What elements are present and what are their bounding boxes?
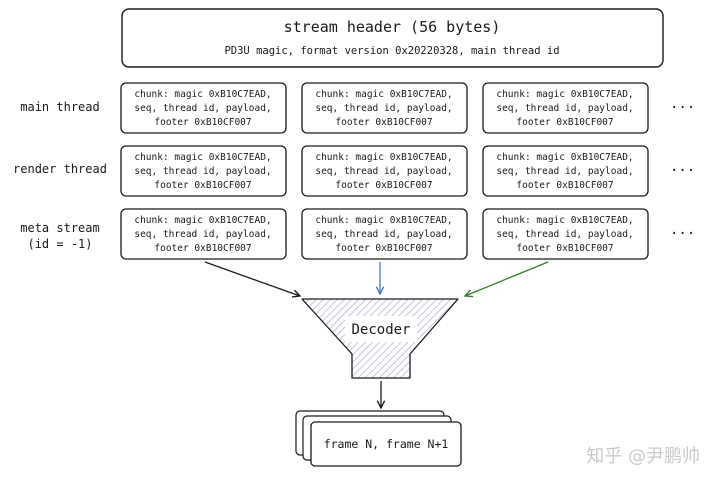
chunk-line: seq, thread id, payload, bbox=[496, 229, 633, 240]
chunk-line: seq, thread id, payload, bbox=[315, 103, 452, 114]
chunk-grid: chunk: magic 0xB10C7EAD, seq, thread id,… bbox=[120, 82, 695, 260]
chunk-line: footer 0xB10CF007 bbox=[516, 243, 613, 254]
chunk-line: chunk: magic 0xB10C7EAD, bbox=[496, 215, 633, 226]
row-labels: main thread render thread meta stream (i… bbox=[13, 100, 107, 251]
chunk-box: chunk: magic 0xB10C7EAD, seq, thread id,… bbox=[120, 82, 287, 134]
chunk-line: seq, thread id, payload, bbox=[134, 229, 271, 240]
arrow-right bbox=[465, 261, 549, 296]
chunk-line: footer 0xB10CF007 bbox=[516, 117, 613, 128]
row-label-meta-stream: meta stream bbox=[20, 221, 99, 235]
chunk-line: chunk: magic 0xB10C7EAD, bbox=[134, 89, 271, 100]
ellipsis-icon: ··· bbox=[670, 163, 695, 179]
decoder-funnel: Decoder bbox=[301, 298, 459, 379]
chunk-box: chunk: magic 0xB10C7EAD, seq, thread id,… bbox=[301, 145, 468, 197]
chunk-line: chunk: magic 0xB10C7EAD, bbox=[315, 215, 452, 226]
decoder-label: Decoder bbox=[351, 322, 410, 338]
stream-header-subtitle: PD3U magic, format version 0x20220328, m… bbox=[224, 45, 559, 57]
chunk-box: chunk: magic 0xB10C7EAD, seq, thread id,… bbox=[482, 208, 649, 260]
chunk-line: seq, thread id, payload, bbox=[496, 166, 633, 177]
chunk-line: footer 0xB10CF007 bbox=[335, 117, 432, 128]
stream-header-title: stream header (56 bytes) bbox=[284, 18, 501, 36]
frame-stack: frame N, frame N+1 bbox=[295, 410, 462, 467]
chunk-box: chunk: magic 0xB10C7EAD, seq, thread id,… bbox=[120, 208, 287, 260]
chunk-box: chunk: magic 0xB10C7EAD, seq, thread id,… bbox=[301, 208, 468, 260]
row-label-main-thread: main thread bbox=[20, 100, 99, 114]
stream-header-box: stream header (56 bytes) PD3U magic, for… bbox=[121, 8, 664, 68]
arrows-to-decoder bbox=[204, 261, 549, 296]
ellipsis-icon: ··· bbox=[670, 226, 695, 242]
chunk-line: seq, thread id, payload, bbox=[134, 103, 271, 114]
chunk-line: chunk: magic 0xB10C7EAD, bbox=[315, 152, 452, 163]
chunk-box: chunk: magic 0xB10C7EAD, seq, thread id,… bbox=[120, 145, 287, 197]
chunk-line: footer 0xB10CF007 bbox=[335, 180, 432, 191]
chunk-line: chunk: magic 0xB10C7EAD, bbox=[134, 215, 271, 226]
chunk-line: footer 0xB10CF007 bbox=[154, 117, 251, 128]
chunk-line: seq, thread id, payload, bbox=[134, 166, 271, 177]
frames-label: frame N, frame N+1 bbox=[324, 437, 449, 451]
watermark: 知乎 @尹鹏帅 bbox=[586, 446, 700, 467]
row-label-meta-stream-id: (id = -1) bbox=[27, 237, 92, 251]
chunk-line: chunk: magic 0xB10C7EAD, bbox=[496, 152, 633, 163]
chunk-line: footer 0xB10CF007 bbox=[154, 243, 251, 254]
chunk-line: chunk: magic 0xB10C7EAD, bbox=[496, 89, 633, 100]
arrow-left bbox=[204, 261, 300, 296]
chunk-line: chunk: magic 0xB10C7EAD, bbox=[134, 152, 271, 163]
chunk-line: footer 0xB10CF007 bbox=[516, 180, 613, 191]
chunk-line: footer 0xB10CF007 bbox=[154, 180, 251, 191]
chunk-box: chunk: magic 0xB10C7EAD, seq, thread id,… bbox=[482, 145, 649, 197]
chunk-line: chunk: magic 0xB10C7EAD, bbox=[315, 89, 452, 100]
chunk-line: seq, thread id, payload, bbox=[315, 166, 452, 177]
row-label-render-thread: render thread bbox=[13, 162, 107, 176]
ellipsis-icon: ··· bbox=[670, 100, 695, 116]
chunk-box: chunk: magic 0xB10C7EAD, seq, thread id,… bbox=[301, 82, 468, 134]
chunk-line: footer 0xB10CF007 bbox=[335, 243, 432, 254]
chunk-line: seq, thread id, payload, bbox=[496, 103, 633, 114]
chunk-box: chunk: magic 0xB10C7EAD, seq, thread id,… bbox=[482, 82, 649, 134]
chunk-line: seq, thread id, payload, bbox=[315, 229, 452, 240]
